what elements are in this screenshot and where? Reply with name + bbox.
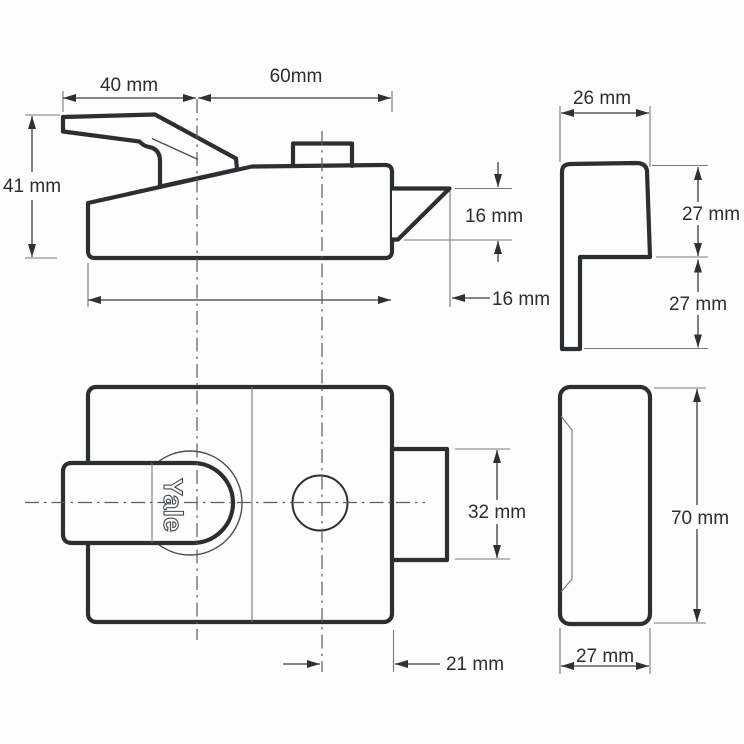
centerlines bbox=[25, 99, 425, 672]
snib-lever-fold-line bbox=[151, 137, 199, 161]
dim-label-27mm-depth: 27 mm bbox=[576, 646, 634, 667]
latch-bolt-side bbox=[389, 186, 452, 242]
yale-logo: Yale bbox=[158, 478, 188, 532]
keep-side-outline bbox=[559, 160, 653, 352]
dimension-labels: 40 mm 60mm 41 mm 16 mm 16 mm 26 mm 27 mm… bbox=[3, 66, 740, 675]
dim-label-16mm-height: 16 mm bbox=[465, 206, 523, 227]
dim-label-21mm: 21 mm bbox=[446, 654, 504, 675]
dim-label-70mm: 70 mm bbox=[671, 508, 729, 529]
dim-label-60mm: 60mm bbox=[270, 66, 323, 87]
dim-label-41mm: 41 mm bbox=[3, 176, 61, 197]
lock-body-side-outline bbox=[85, 162, 395, 261]
dim-label-27mm-lower: 27 mm bbox=[669, 294, 727, 315]
keep-front-outline bbox=[557, 384, 653, 627]
extension-lines bbox=[25, 91, 708, 674]
dim-label-26mm: 26 mm bbox=[573, 88, 631, 109]
view-keep-front bbox=[557, 384, 653, 627]
dim-label-16mm-projection: 16 mm bbox=[492, 289, 550, 310]
view-lock-side bbox=[60, 112, 452, 261]
snib-lever-outline bbox=[60, 112, 240, 189]
view-lock-front bbox=[60, 384, 450, 625]
dim-label-40mm: 40 mm bbox=[100, 75, 158, 96]
view-keep-side bbox=[559, 160, 653, 352]
keep-front-bevel-line bbox=[560, 415, 573, 593]
latch-bolt-front bbox=[389, 446, 450, 563]
dimension-lines bbox=[28, 94, 702, 670]
dim-label-32mm: 32 mm bbox=[468, 502, 526, 523]
dim-label-27mm-upper: 27 mm bbox=[682, 204, 740, 225]
cylinder-pull bbox=[60, 460, 236, 546]
